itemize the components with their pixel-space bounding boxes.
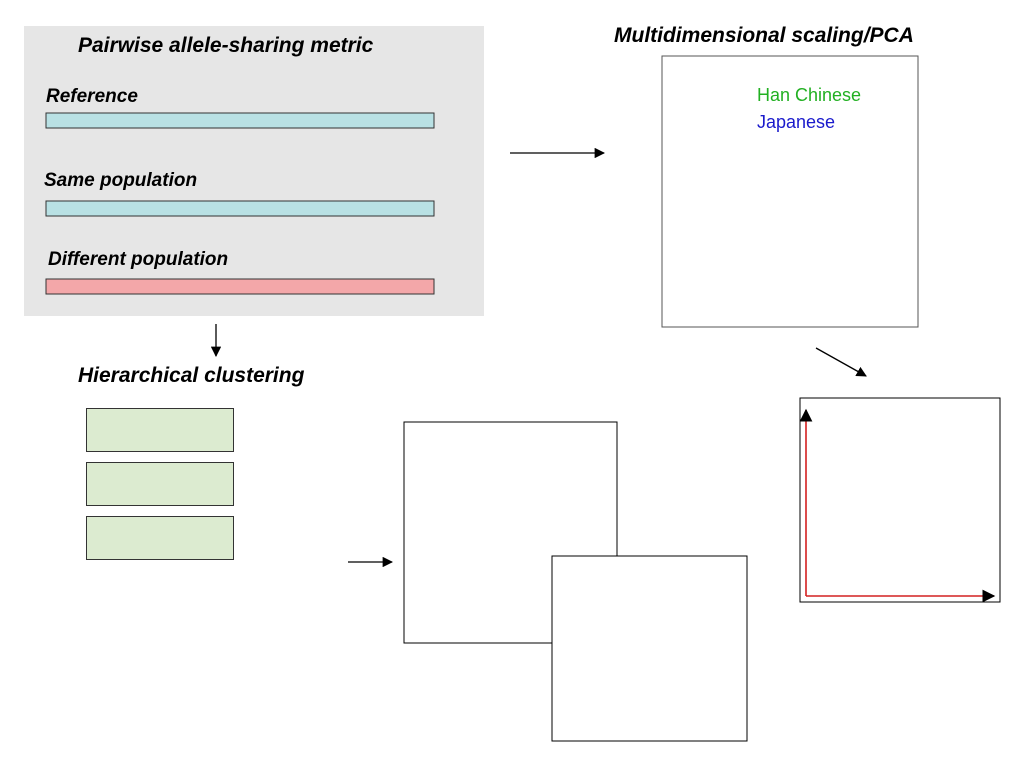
allele-strip-same-population [45, 200, 435, 217]
cluster-step-2 [86, 462, 234, 506]
allele-sharing-panel [24, 26, 484, 316]
allele-strip-reference [45, 112, 435, 129]
allele-sharing-title: Pairwise allele-sharing metric [78, 34, 374, 57]
clustering-title: Hierarchical clustering [78, 364, 305, 387]
mds-title: Multidimensional scaling/PCA [614, 24, 914, 47]
mds-plot-frame [661, 55, 919, 328]
row-label-same-population: Same population [44, 170, 198, 191]
row-label-different-population: Different population [48, 249, 229, 270]
cluster-step-3 [86, 516, 234, 560]
pca-plot-frame [799, 397, 1001, 603]
cluster-step-1 [86, 408, 234, 452]
allele-strip-different-population [45, 278, 435, 295]
arrow-to-pca-plot [815, 347, 867, 377]
legend-han-chinese: Han Chinese [757, 85, 862, 105]
cluster-plot-front [551, 555, 748, 742]
row-label-reference: Reference [46, 86, 138, 107]
legend-japanese: Japanese [757, 112, 836, 132]
